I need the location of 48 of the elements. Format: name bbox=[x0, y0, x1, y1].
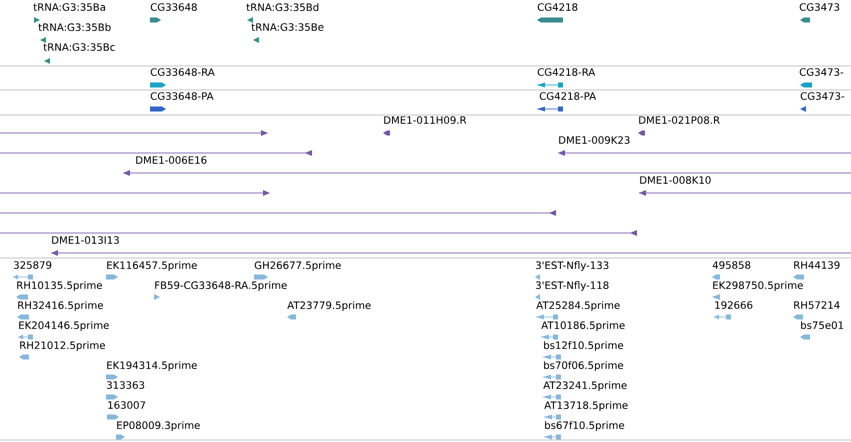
feature-label: 3'EST-Nfly-133 bbox=[536, 261, 608, 272]
feature-label: FB59-CG33648-RA.5prime bbox=[155, 281, 287, 292]
feature-label: AT10186.5prime bbox=[541, 321, 625, 332]
feature-label: 192666 bbox=[715, 301, 752, 309]
feature-label: EK194314.5prime bbox=[107, 361, 197, 372]
feature-label: bs67f10.5prime bbox=[545, 421, 624, 432]
feature-label: CG3473- bbox=[800, 68, 844, 76]
feature-label: DME1-013I13 bbox=[52, 236, 119, 244]
feature-label: CG33648-PA bbox=[150, 92, 214, 100]
feature-label: CG4218-RA bbox=[538, 68, 596, 76]
feature-label: 495858 bbox=[712, 261, 750, 269]
feature-label: tRNA:G3:35Bd bbox=[246, 3, 318, 12]
feature-label: EP08009.3prime bbox=[117, 421, 200, 432]
feature-label: RH44139 bbox=[794, 261, 840, 269]
feature-label: 325879 bbox=[14, 261, 52, 269]
feature-label: CG4218-PA bbox=[540, 92, 596, 100]
feature-label: AT13718.5prime bbox=[544, 401, 628, 412]
feature-label: CG3473- bbox=[800, 92, 844, 100]
feature-label: EK116457.5prime bbox=[107, 261, 197, 272]
feature-label: CG33648-RA bbox=[150, 68, 215, 76]
feature-label: RH32416.5prime bbox=[18, 301, 103, 312]
feature-label: DME1-011H09.R bbox=[384, 116, 466, 124]
feature-label: CG33648 bbox=[150, 3, 197, 11]
feature-label: DME1-009K23 bbox=[559, 136, 630, 144]
feature-label: GH26677.5prime bbox=[254, 261, 341, 272]
feature-label: DME1-006E16 bbox=[136, 156, 206, 164]
feature-label: bs75e01 bbox=[801, 321, 844, 330]
feature-label: 313363 bbox=[107, 381, 144, 389]
feature-label: 163007 bbox=[108, 401, 146, 409]
feature-label: EK298750.5prime bbox=[713, 281, 803, 292]
feature-label: AT23241.5prime bbox=[543, 381, 627, 392]
feature-label: bs12f10.5prime bbox=[544, 341, 624, 352]
feature-label: bs70f06.5prime bbox=[544, 361, 624, 372]
feature-label: tRNA:G3:35Bb bbox=[38, 23, 111, 32]
feature-label: 3'EST-Nfly-118 bbox=[536, 281, 608, 292]
feature-label: CG4218 bbox=[538, 3, 578, 11]
feature-label: RH21012.5prime bbox=[20, 341, 105, 352]
feature-label: AT25284.5prime bbox=[536, 301, 620, 312]
feature-label: RH57214 bbox=[794, 301, 840, 309]
feature-label: AT23779.5prime bbox=[287, 301, 371, 312]
feature-label: tRNA:G3:35Be bbox=[251, 23, 324, 31]
feature-label: RH10135.5prime bbox=[17, 281, 102, 292]
feature-label: EK204146.5prime bbox=[19, 321, 109, 332]
feature-label: DME1-008K10 bbox=[640, 176, 711, 184]
feature-label: DME1-021P08.R bbox=[639, 116, 720, 124]
feature-label: tRNA:G3:35Ba bbox=[33, 3, 106, 11]
feature-label: CG3473 bbox=[800, 3, 840, 11]
feature-label: tRNA:G3:35Bc bbox=[43, 43, 115, 51]
